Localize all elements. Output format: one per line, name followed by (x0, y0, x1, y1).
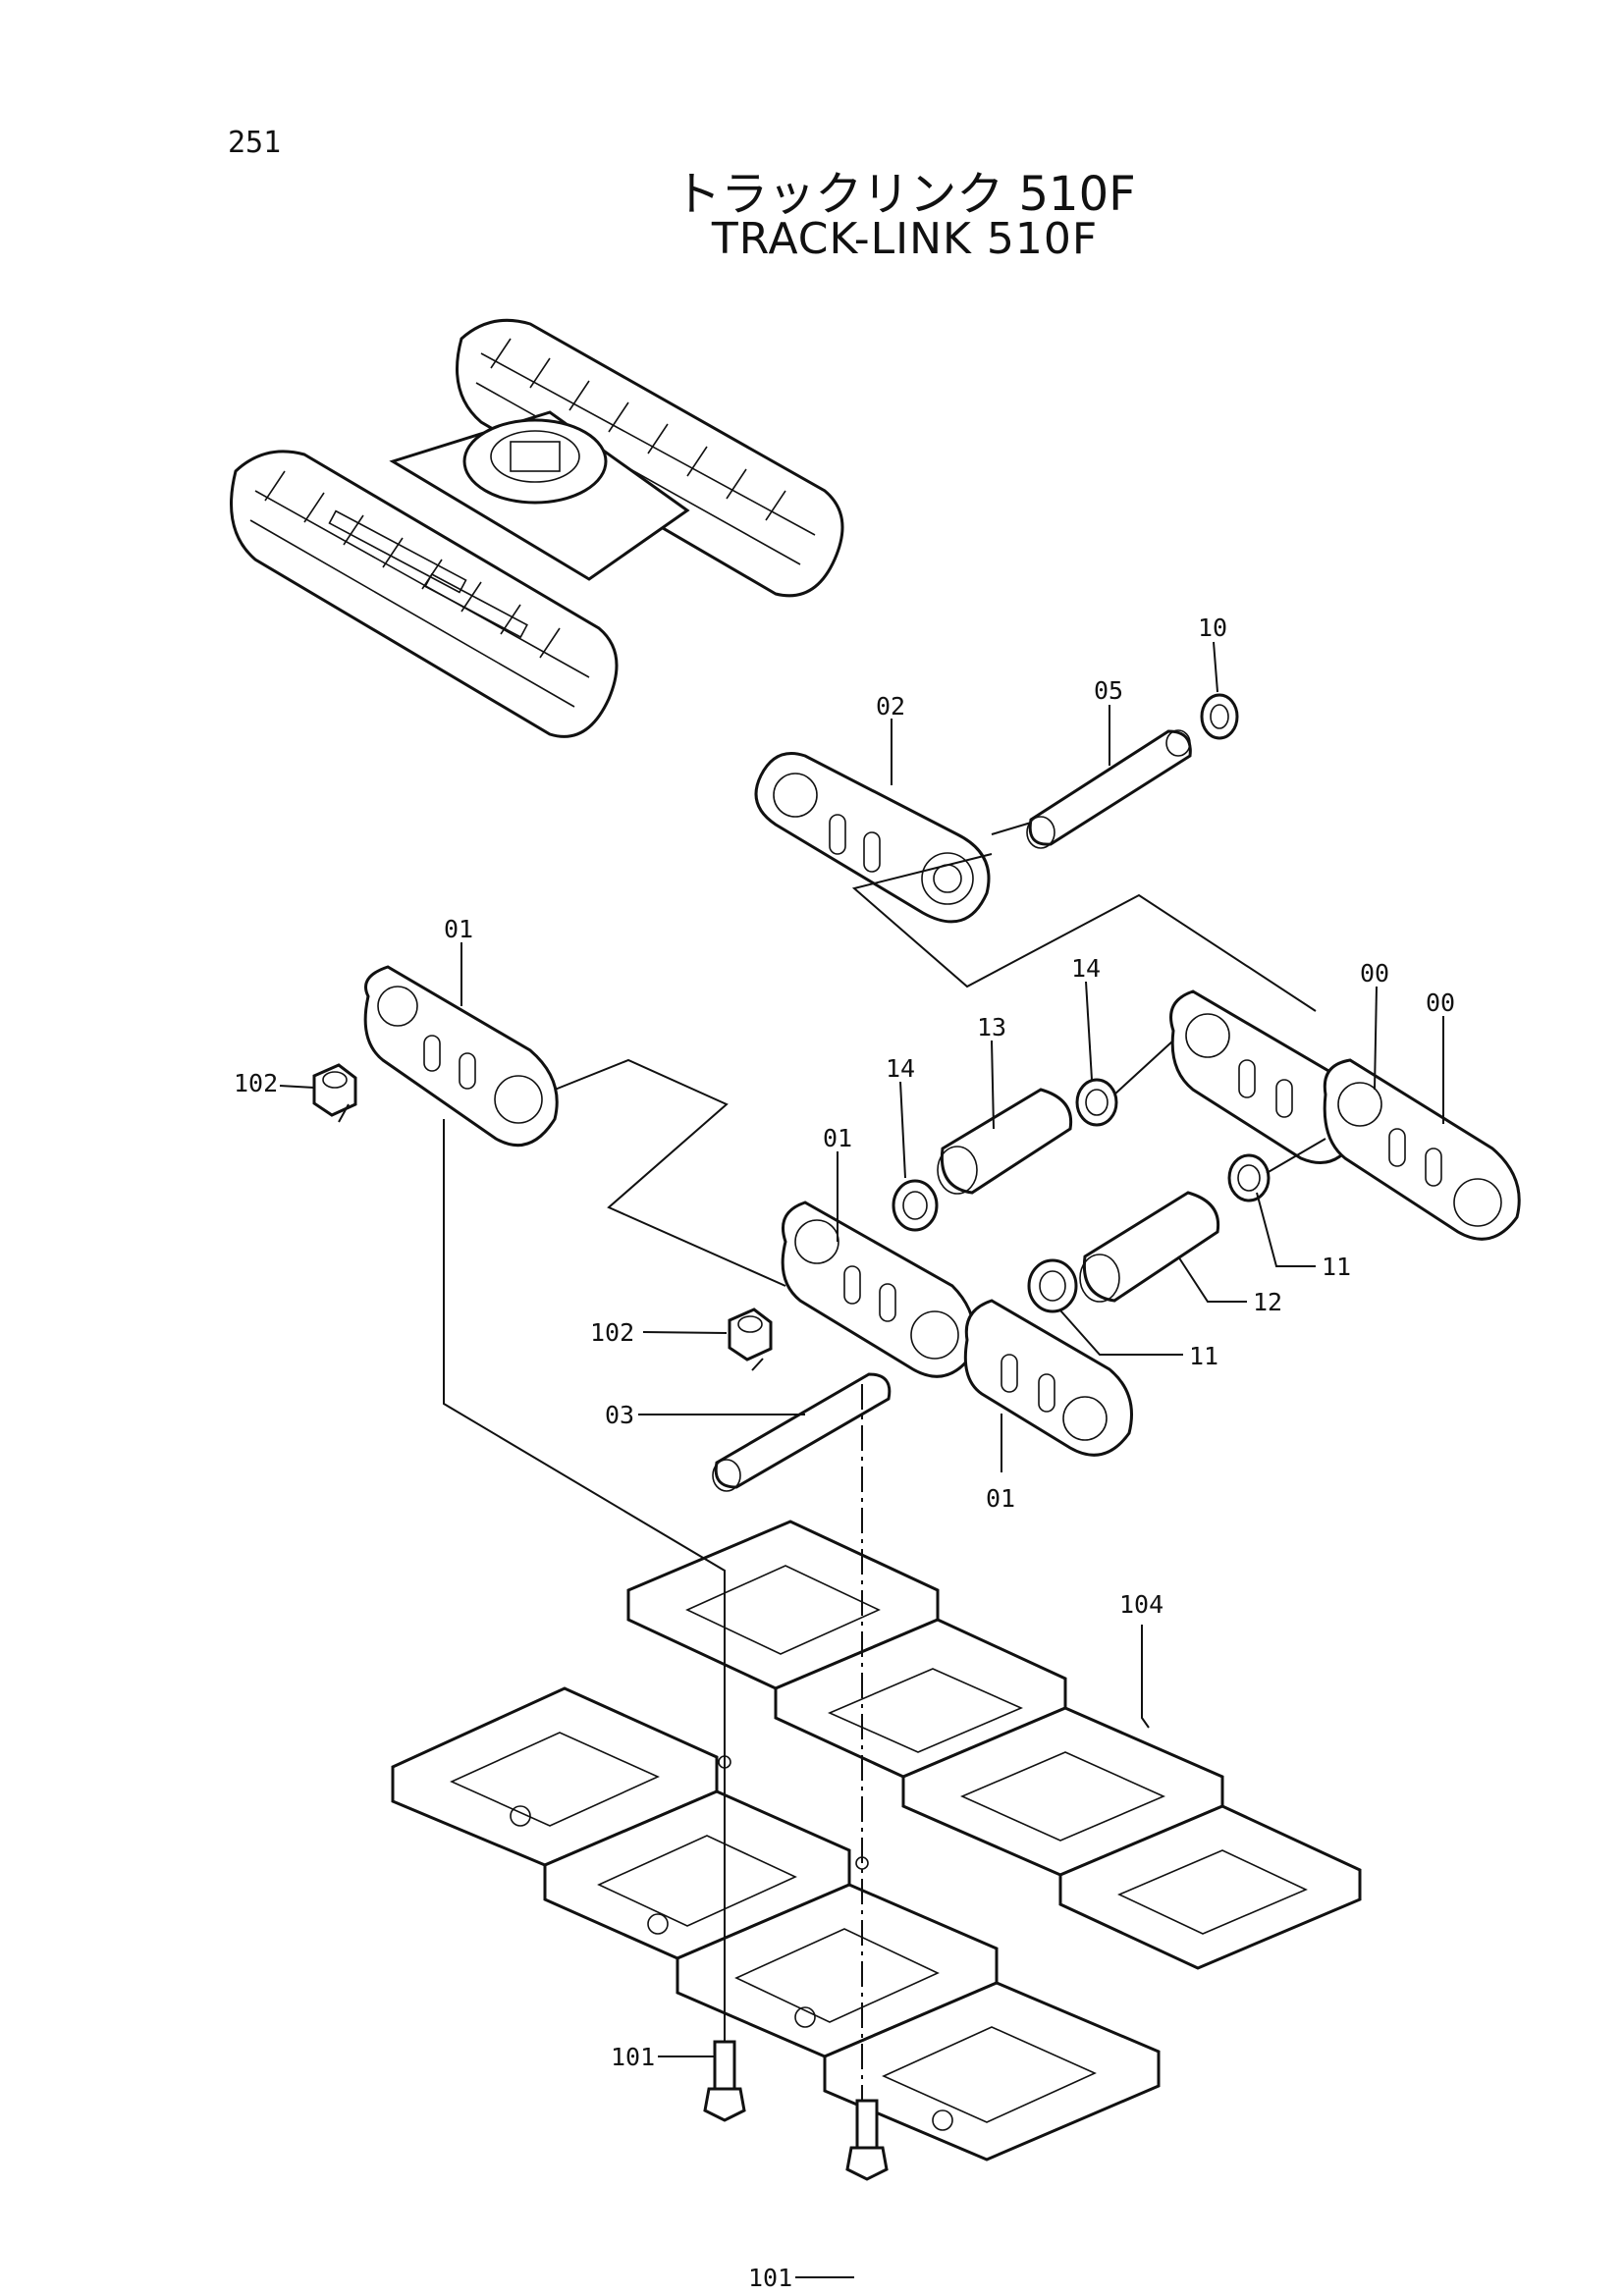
callout-labels: 10 05 02 01 14 00 00 13 14 102 01 11 12 … (234, 614, 1455, 2292)
track-link-00-lower (1323, 1058, 1521, 1241)
nut-102-middle (728, 1308, 773, 1362)
callout-14-lower: 14 (886, 1054, 915, 1083)
seal-11-upper (1227, 1153, 1271, 1202)
callout-101-lower: 101 (748, 2264, 792, 2292)
track-pin-05 (1026, 729, 1192, 849)
callout-leaders (279, 641, 1444, 2278)
callout-05: 05 (1094, 676, 1123, 705)
seal-11-lower (1027, 1258, 1078, 1313)
track-frame-front (230, 450, 619, 738)
callout-11-upper: 11 (1322, 1253, 1351, 1281)
callout-02: 02 (876, 692, 905, 721)
assembly-lines (338, 822, 1326, 2101)
nut-102-left (312, 1063, 357, 1117)
undercarriage-overview (230, 318, 844, 738)
callout-101-upper: 101 (611, 2043, 655, 2071)
track-link-02 (754, 752, 991, 924)
callout-13: 13 (977, 1013, 1006, 1041)
callout-12: 12 (1253, 1288, 1282, 1316)
page-number: 251 (228, 126, 282, 160)
title-japanese: トラックリンク 510F (674, 167, 1136, 222)
callout-01-lower: 01 (986, 1484, 1015, 1513)
bolt-101-lower (845, 2099, 889, 2181)
callout-03: 03 (605, 1401, 634, 1429)
callout-10: 10 (1198, 614, 1227, 642)
callout-00-b: 00 (1426, 988, 1455, 1017)
callout-01-middle: 01 (823, 1124, 852, 1152)
track-pin-03 (712, 1372, 892, 1492)
spacer-14-lower (892, 1179, 939, 1232)
spacer-14-upper (1075, 1078, 1118, 1127)
callout-11-lower: 11 (1189, 1342, 1218, 1370)
callout-102-middle: 102 (590, 1318, 634, 1347)
retaining-ring-10 (1200, 693, 1239, 740)
callout-00-a: 00 (1360, 959, 1389, 988)
track-link-01-middle (781, 1201, 976, 1378)
callout-104: 104 (1119, 1590, 1163, 1619)
center-frame (389, 410, 690, 581)
track-link-01-left (363, 965, 559, 1148)
bushing-12 (1079, 1191, 1220, 1303)
track-shoes-104 (391, 1520, 1362, 2162)
callout-01-top: 01 (444, 915, 473, 943)
callout-102-left: 102 (234, 1069, 278, 1097)
track-link-01-lower (963, 1299, 1133, 1457)
callout-14-upper: 14 (1071, 954, 1101, 983)
bolt-101-upper (703, 2040, 746, 2122)
bushing-13 (937, 1088, 1073, 1195)
title-english: TRACK-LINK 510F (711, 214, 1099, 264)
